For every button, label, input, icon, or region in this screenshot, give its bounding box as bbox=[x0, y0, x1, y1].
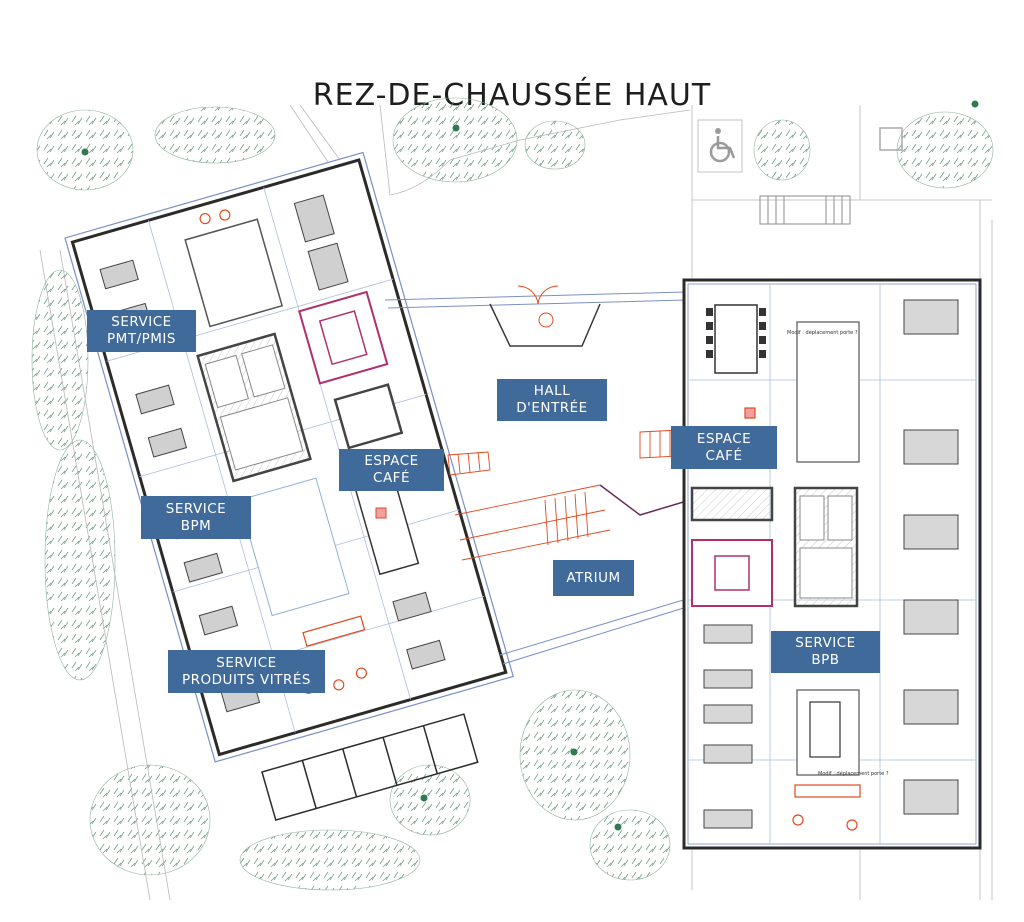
desk-icon bbox=[903, 514, 959, 550]
chair-icon bbox=[706, 322, 713, 330]
entrance bbox=[489, 285, 601, 347]
desk-icon bbox=[183, 552, 223, 583]
chair-icon bbox=[706, 350, 713, 358]
tree-trunks bbox=[81, 100, 979, 831]
desk-icon bbox=[198, 605, 239, 636]
note-top: Modif : déplacement porte ? bbox=[787, 329, 858, 336]
note-bottom: Modif : déplacement porte ? bbox=[818, 770, 889, 777]
tree-icon bbox=[31, 269, 89, 451]
desk-icon bbox=[903, 689, 959, 725]
desk-icon bbox=[903, 779, 959, 815]
desk-icon bbox=[703, 624, 753, 644]
tree-icon bbox=[389, 764, 471, 836]
right-building: Modif : déplacement porte ? Modif : dépl… bbox=[682, 278, 982, 850]
vegetation bbox=[31, 97, 994, 891]
desk-icon bbox=[406, 639, 446, 670]
desk-icon bbox=[903, 429, 959, 465]
chair-icon bbox=[759, 336, 766, 344]
chair-icon bbox=[759, 322, 766, 330]
label-atrium: ATRIUM bbox=[553, 560, 634, 596]
tree-icon bbox=[896, 111, 994, 189]
desk-icon bbox=[392, 591, 432, 622]
tree-icon bbox=[524, 120, 586, 170]
walkways bbox=[384, 291, 691, 665]
tree-icon bbox=[44, 439, 116, 681]
desk-icon bbox=[903, 599, 959, 635]
parking-area bbox=[697, 119, 903, 225]
tree-icon bbox=[154, 106, 276, 164]
chair-icon bbox=[759, 308, 766, 316]
chair-icon bbox=[759, 350, 766, 358]
desk-icon bbox=[293, 194, 335, 243]
tree-icon bbox=[239, 829, 421, 891]
chair-icon bbox=[706, 336, 713, 344]
desk-icon bbox=[135, 384, 175, 415]
tree-icon bbox=[89, 764, 211, 876]
bike-shelter bbox=[261, 713, 479, 821]
tree-icon bbox=[753, 119, 811, 181]
desk-icon bbox=[703, 669, 753, 689]
desk-icon bbox=[703, 704, 753, 724]
tree-icon bbox=[589, 809, 671, 881]
tree-icon bbox=[392, 97, 518, 183]
desk-icon bbox=[903, 299, 959, 335]
desk-icon bbox=[307, 242, 349, 291]
desk-icon bbox=[703, 809, 753, 829]
desk-icon bbox=[99, 259, 139, 290]
chair-icon bbox=[706, 308, 713, 316]
wheelchair-icon bbox=[709, 128, 736, 163]
plan-title: REZ-DE-CHAUSSÉE HAUT bbox=[312, 78, 712, 114]
stair-icon bbox=[759, 195, 851, 225]
desk-icon bbox=[703, 744, 753, 764]
desk-icon bbox=[147, 427, 188, 458]
atrium-stair bbox=[447, 429, 691, 561]
